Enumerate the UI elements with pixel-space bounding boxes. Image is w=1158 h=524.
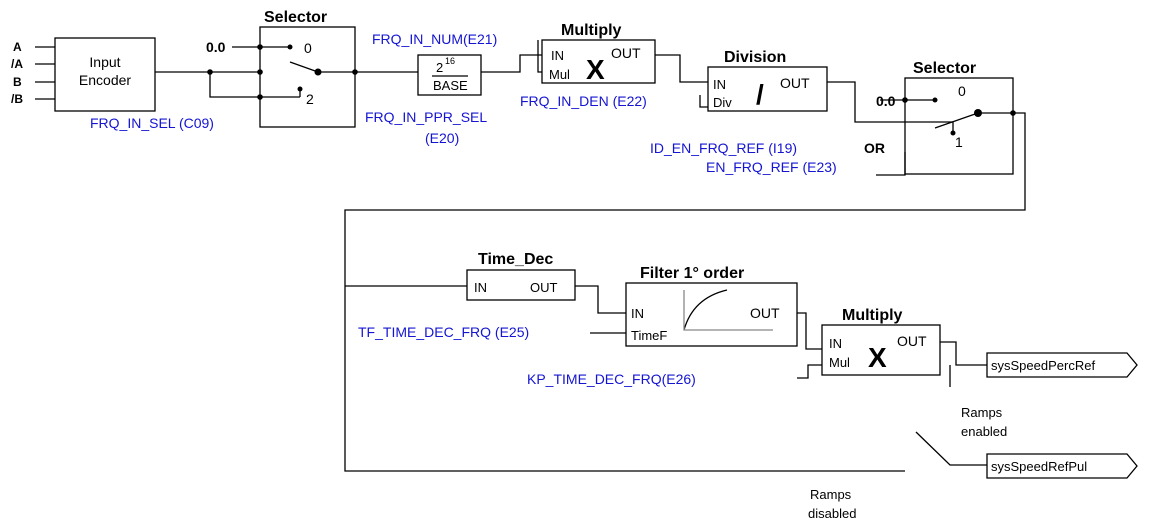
selector2-param-2: EN_FRQ_REF (E23): [706, 159, 837, 175]
selector1-const: 0.0: [206, 39, 226, 55]
base-param-1: FRQ_IN_PPR_SEL: [365, 109, 487, 125]
multiply1-num-param: FRQ_IN_NUM(E21): [372, 31, 497, 47]
division-block: [707, 66, 828, 112]
base-block: [417, 54, 482, 96]
base-param-2: (E20): [425, 130, 459, 146]
selector1-pos0: 0: [304, 40, 312, 56]
junction-dot: [314, 68, 322, 76]
output-label-pul: sysSpeedRefPul: [991, 459, 1087, 474]
division-title: Division: [724, 49, 786, 66]
junction-dot: [257, 69, 263, 75]
multiply1-out: OUT: [611, 45, 641, 61]
multiply2-out: OUT: [897, 333, 927, 349]
base-exp: 16: [445, 56, 455, 66]
time-dec-title: Time_Dec: [478, 251, 553, 268]
input-encoder-block: [54, 37, 156, 112]
filter-out: OUT: [750, 305, 780, 321]
selector1-switch-arm: [289, 61, 319, 73]
selector2-pos0: 0: [958, 83, 966, 99]
junction-dot: [1010, 110, 1016, 116]
junction-dot: [257, 44, 263, 50]
wire-division-selector2: [827, 81, 905, 123]
multiply1-den-param: FRQ_IN_DEN (E22): [520, 93, 647, 109]
selector2-title: Selector: [913, 60, 976, 77]
selector1-block: [259, 26, 356, 128]
wire-encoder-selector: [155, 71, 260, 98]
encoder-label-1: Input: [89, 54, 120, 70]
input-label-b: B: [13, 75, 22, 89]
division-out: OUT: [780, 75, 810, 91]
base-two: 2: [436, 60, 443, 75]
ramps-enabled-line2: enabled: [961, 424, 1007, 439]
output-label-perc: sysSpeedPercRef: [991, 358, 1095, 373]
selector2-or: OR: [864, 140, 885, 156]
wire-ramps-disabled-switch: [915, 431, 987, 466]
wire-den-division: [699, 95, 708, 108]
multiply2-symbol: X: [868, 342, 887, 373]
time-dec-block: [466, 269, 576, 301]
multiply1-title: Multiply: [561, 22, 622, 39]
output-tag-pul: [986, 453, 1138, 479]
time-dec-out: OUT: [530, 280, 558, 295]
filter-response-axes: [683, 290, 773, 331]
junction-dot: [352, 69, 358, 75]
ramps-disabled-line1: Ramps: [810, 487, 852, 502]
filter-block: [625, 282, 798, 347]
junction-dot: [257, 94, 263, 100]
wire-enable-selector2: [876, 152, 906, 176]
filter-in: IN: [631, 306, 644, 321]
junction-dot: [207, 69, 213, 75]
junction-dot: [902, 97, 908, 103]
wire-timedec-filter: [575, 285, 626, 314]
selector1-param: FRQ_IN_SEL (C09): [90, 115, 214, 131]
encoder-label-2: Encoder: [79, 72, 131, 88]
output-tag-perc: [986, 352, 1138, 378]
selector1-title: Selector: [264, 9, 327, 26]
multiply2-mul: Mul: [829, 355, 850, 370]
selector2-pos1: 1: [955, 134, 963, 150]
input-label-a: A: [13, 40, 22, 54]
wire-multiply1-division: [655, 54, 708, 83]
filter-timef: TimeF: [631, 328, 667, 343]
junction-dot: [287, 44, 293, 50]
junction-dot: [297, 86, 303, 92]
wire-num-multiply1: [537, 40, 542, 73]
selector2-param-1: ID_EN_FRQ_REF (I19): [650, 140, 797, 156]
ramps-disabled-line2: disabled: [808, 506, 856, 521]
junction-dot: [974, 109, 982, 117]
multiply2-block: [821, 324, 941, 376]
multiply2-param: KP_TIME_DEC_FRQ(E26): [527, 371, 696, 387]
selector2-block: [904, 77, 1014, 175]
wire-base-multiply1: [481, 54, 542, 73]
wire-kp-multiply2: [797, 364, 822, 379]
multiply1-in: IN: [551, 48, 564, 63]
filter-param: TF_TIME_DEC_FRQ (E25): [358, 324, 529, 340]
wire-selector2-bus: [344, 112, 1026, 472]
wire-multiply2-out: [940, 341, 987, 366]
division-in: IN: [713, 77, 726, 92]
input-label-a-n: /A: [11, 57, 23, 71]
input-label-b-n: /B: [11, 92, 23, 106]
multiply1-block: [541, 39, 656, 84]
wire-filter-multiply2: [797, 312, 822, 350]
junction-dot: [950, 130, 956, 136]
junction-dot: [932, 97, 938, 103]
time-dec-in: IN: [474, 280, 487, 295]
multiply2-in: IN: [829, 336, 842, 351]
selector2-switch-arm: [934, 112, 979, 129]
filter-title: Filter 1° order: [640, 265, 744, 282]
selector2-const: 0.0: [876, 93, 896, 109]
multiply2-title: Multiply: [842, 307, 903, 324]
base-label: BASE: [433, 78, 468, 93]
ramps-enabled-line1: Ramps: [961, 405, 1003, 420]
division-symbol: /: [756, 79, 764, 110]
filter-response-curve: [683, 289, 728, 331]
multiply1-mul: Mul: [549, 67, 570, 82]
multiply1-symbol: X: [586, 54, 605, 85]
selector1-pos2: 2: [306, 91, 314, 107]
division-div: Div: [713, 95, 732, 110]
